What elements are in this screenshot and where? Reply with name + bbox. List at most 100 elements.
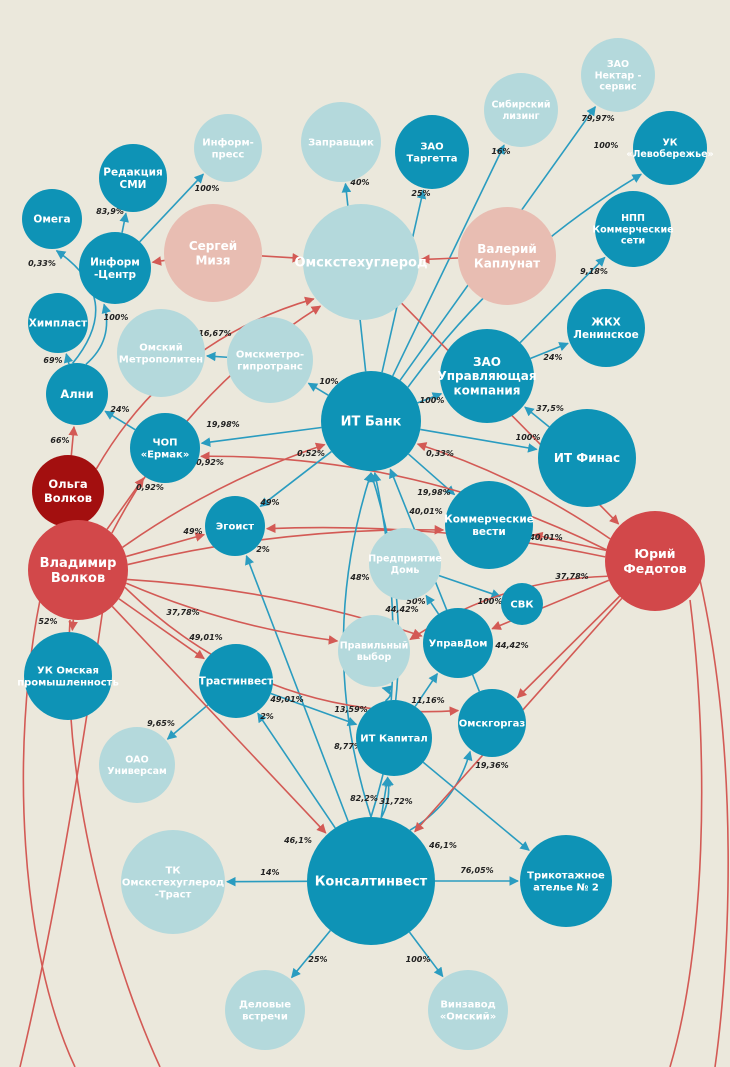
node-chop[interactable]: ЧОП«Ермак» [130, 413, 200, 483]
node-label-npp: НПП [621, 213, 645, 224]
node-omskteh[interactable]: Омскстехуглерод [295, 204, 428, 320]
long-edge-4 [19, 559, 111, 1067]
node-itkap[interactable]: ИТ Капитал [356, 700, 432, 776]
edge-label-e-preddom: 50% [406, 597, 425, 606]
node-omega[interactable]: Омега [22, 189, 82, 249]
node-upravdom[interactable]: УправДом [423, 608, 493, 678]
edge-label-e-egoist: 2% [256, 545, 270, 554]
node-label-olga: Ольга [48, 477, 87, 491]
edge-itbank-kommv [407, 453, 456, 496]
node-label-itkap: ИТ Капитал [360, 734, 427, 745]
edge-label-e-itfin-zaouk: 37,5% [536, 404, 564, 413]
edge-label-e-upravdom-y: 44,42% [494, 641, 528, 650]
node-himplast[interactable]: Химпласт [28, 293, 88, 353]
node-circle-itkap [356, 700, 432, 776]
node-circle-alni [46, 363, 108, 425]
node-circle-itbank [321, 371, 421, 471]
edge-yuriy-omskgorgaz [516, 595, 621, 699]
edge-itbank-sibl [392, 144, 505, 377]
node-label-zapr: Заправщик [308, 138, 374, 149]
node-label-omskgorgaz: Омскгоргаз [459, 719, 526, 730]
node-circle-himplast [28, 293, 88, 353]
edge-olga-alni [68, 425, 78, 456]
node-trastinv[interactable]: Трастинвест [199, 644, 275, 718]
node-infc[interactable]: Информ-Центр [79, 232, 151, 304]
long-edge-3 [699, 579, 729, 1067]
node-label-trastinv: Трастинвест [199, 676, 275, 688]
node-circle-nectar [581, 38, 655, 112]
node-circle-chop [130, 413, 200, 483]
node-omskgorgaz[interactable]: Омскгоргаз [458, 689, 526, 757]
edge-itbank-chop [200, 426, 322, 447]
node-egoist[interactable]: Эгоист [205, 496, 265, 556]
edge-omgipro-omsmetro [205, 351, 228, 362]
node-circle-oao [99, 727, 175, 803]
node-label-infpress: пресс [212, 149, 245, 160]
node-vinzavod[interactable]: Винзавод«Омский» [428, 970, 508, 1050]
node-circle-upravdom [423, 608, 493, 678]
node-circle-zapr [301, 102, 381, 182]
node-omgipro[interactable]: Омскметро-гипротранс [227, 317, 313, 403]
node-svk[interactable]: СВК [501, 583, 543, 625]
edge-itkap-pravvyb [381, 685, 393, 702]
edge-label-e-itbank-y: 0,33% [426, 449, 454, 458]
edge-itkap-upravdom [414, 672, 438, 707]
edge-konsalt-vinzavod [408, 931, 444, 978]
node-label-upravdom: УправДом [429, 639, 488, 650]
node-alni[interactable]: Ални [46, 363, 108, 425]
node-label-vladimir: Владимир [40, 556, 117, 571]
node-zapr[interactable]: Заправщик [301, 102, 381, 182]
node-label-omskteh: Омскстехуглерод [295, 256, 428, 271]
edge-label-e-nectar: 79,97% [581, 114, 614, 123]
node-circle-trikot [520, 835, 612, 927]
node-label-infc: -Центр [94, 269, 137, 281]
edge-infc-redsmi [119, 212, 129, 233]
node-label-delov: Деловые [239, 1000, 291, 1011]
node-itbank[interactable]: ИТ Банк [321, 371, 421, 471]
edge-zaouk-zhkh [530, 342, 569, 360]
edge-konsalt-trastinv [257, 712, 336, 829]
node-circle-sibl [484, 73, 558, 147]
edge-labels-layer: 79,97%100%16%25%40%100%83,9%0,33%100%9,1… [28, 114, 618, 964]
node-label-omega: Омега [33, 214, 70, 226]
edge-infc-infpress [139, 173, 204, 243]
edge-label-e-konsalt-gaz: 31,72% [379, 797, 412, 806]
edge-label-e-konsalt-v: 46,1% [283, 836, 312, 845]
edge-label-e-itbank-itkap: 13,59% [334, 705, 367, 714]
node-label-zaouk: Управляющая [437, 369, 536, 383]
edge-vladimir-pravvyb [125, 582, 339, 645]
edge-itbank-itfin [420, 428, 538, 453]
node-circle-itfin [538, 409, 636, 507]
edge-label-e-egoist-y: 49% [259, 498, 279, 507]
node-ukl[interactable]: УК«Левобережье» [626, 111, 714, 185]
node-label-zhkh: ЖКХ [591, 316, 621, 328]
node-konsalt[interactable]: Консалтинвест [307, 817, 435, 945]
node-label-redsmi: Редакция [103, 166, 162, 178]
edge-label-e-konsalt-y: 46,1% [428, 841, 457, 850]
node-infpress[interactable]: Информ-пресс [194, 114, 262, 182]
edge-konsalt-itkap [380, 776, 394, 819]
node-itfin[interactable]: ИТ Финас [538, 409, 636, 507]
edge-label-e-ukomsk: 52% [38, 617, 57, 626]
